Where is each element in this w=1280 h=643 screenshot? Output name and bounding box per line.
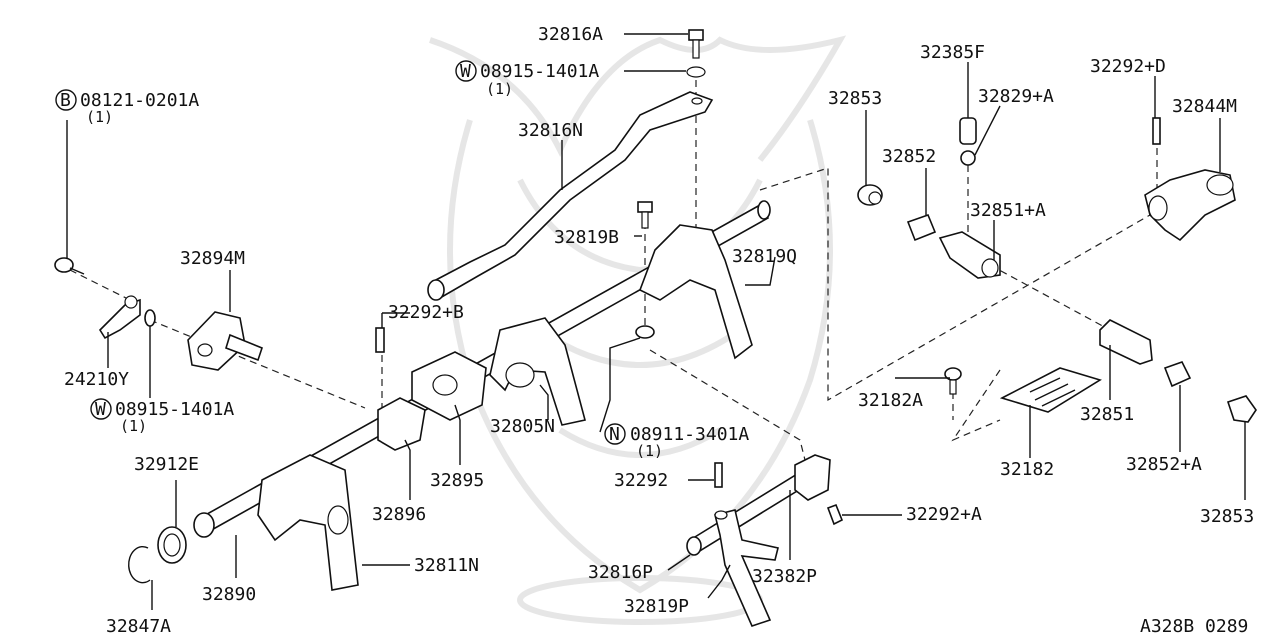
label-24210Y: 24210Y (64, 369, 129, 390)
qty-08915-lower: (1) (120, 417, 147, 435)
bolt-32816A (686, 29, 706, 78)
label-32816N: 32816N (518, 120, 583, 141)
label-32292A: 32292+A (906, 504, 982, 525)
label-08915-upper: 08915-1401A (480, 61, 599, 82)
label-08121: 08121-0201A (80, 90, 199, 111)
spring-32852 (906, 213, 937, 242)
plate-32894M (187, 311, 263, 371)
prefix-b: B (60, 90, 71, 111)
pin-32292A (826, 503, 844, 526)
reference-code: A328B 0289 (1140, 616, 1248, 637)
arm-32844M (1144, 169, 1236, 242)
plate-32182 (999, 367, 1102, 413)
label-32385F: 32385F (920, 42, 985, 63)
plug-32853-lower (1226, 395, 1257, 423)
spring-32852A (1163, 361, 1192, 388)
shift-fork-32819P (714, 509, 779, 627)
bolt-08121 (54, 257, 85, 275)
ball-32829A (960, 150, 976, 166)
label-32805N: 32805N (490, 416, 555, 437)
prefix-w-lower: W (95, 399, 106, 420)
label-32292B: 32292+B (388, 302, 464, 323)
label-32894M: 32894M (180, 248, 245, 269)
prefix-circle-w-upper (455, 60, 477, 82)
label-32819P: 32819P (624, 596, 689, 617)
qty-08911: (1) (636, 442, 663, 460)
prefix-n: N (609, 424, 620, 445)
plunger-32851A (938, 231, 1001, 279)
bolt-32819B (637, 201, 653, 229)
part-labels: 32816A W 08915-1401A (1) B 08121-0201A (… (55, 24, 1254, 637)
label-32852: 32852 (882, 146, 936, 167)
pin-32292D (1152, 117, 1161, 145)
label-32382P: 32382P (752, 566, 817, 587)
prefix-circle-n (604, 423, 626, 445)
label-32852A: 32852+A (1126, 454, 1202, 475)
qty-08915-upper: (1) (486, 80, 513, 98)
label-32896: 32896 (372, 504, 426, 525)
label-32912E: 32912E (134, 454, 199, 475)
label-32182: 32182 (1000, 459, 1054, 480)
shift-rod-32816N (427, 91, 714, 301)
label-08911: 08911-3401A (630, 424, 749, 445)
label-32853-lower: 32853 (1200, 506, 1254, 527)
plunger-32851 (1099, 319, 1153, 365)
label-32844M: 32844M (1172, 96, 1237, 117)
clip-32847A (127, 545, 151, 584)
label-32182A: 32182A (858, 390, 923, 411)
shift-fork-32819Q (638, 224, 753, 360)
label-32853-upper: 32853 (828, 88, 882, 109)
bracket-32896 (377, 397, 426, 451)
shift-fork-32805N (489, 317, 586, 426)
label-32819Q: 32819Q (732, 246, 797, 267)
label-32895: 32895 (430, 470, 484, 491)
pin-32292 (714, 462, 723, 488)
bracket-32895 (411, 351, 487, 421)
spring-32385F (959, 117, 977, 145)
label-32819B: 32819B (554, 227, 619, 248)
prefix-circle-w-lower (90, 398, 112, 420)
nut-08911 (635, 325, 655, 339)
washer-08915-lower (144, 309, 156, 327)
label-32816A: 32816A (538, 24, 603, 45)
prefix-circle-b (55, 89, 77, 111)
label-08915-lower: 08915-1401A (115, 399, 234, 420)
label-32847A: 32847A (106, 616, 171, 637)
label-32816P: 32816P (588, 562, 653, 583)
label-32890: 32890 (202, 584, 256, 605)
ring-32912E (157, 526, 187, 564)
pin-32292B (375, 327, 385, 353)
prefix-w-upper: W (460, 61, 471, 82)
qty-08121: (1) (86, 108, 113, 126)
leader-lines (66, 33, 1246, 610)
label-32829A: 32829+A (978, 86, 1054, 107)
label-32851A: 32851+A (970, 200, 1046, 221)
bracket-24210Y (98, 295, 141, 340)
label-32851: 32851 (1080, 404, 1134, 425)
shift-fork-32811N (257, 454, 359, 591)
plug-32853-upper (857, 184, 883, 206)
label-32292: 32292 (614, 470, 668, 491)
bolt-32182A (944, 367, 962, 395)
head-32382P (794, 454, 831, 501)
label-32292D: 32292+D (1090, 56, 1166, 77)
label-32811N: 32811N (414, 555, 479, 576)
